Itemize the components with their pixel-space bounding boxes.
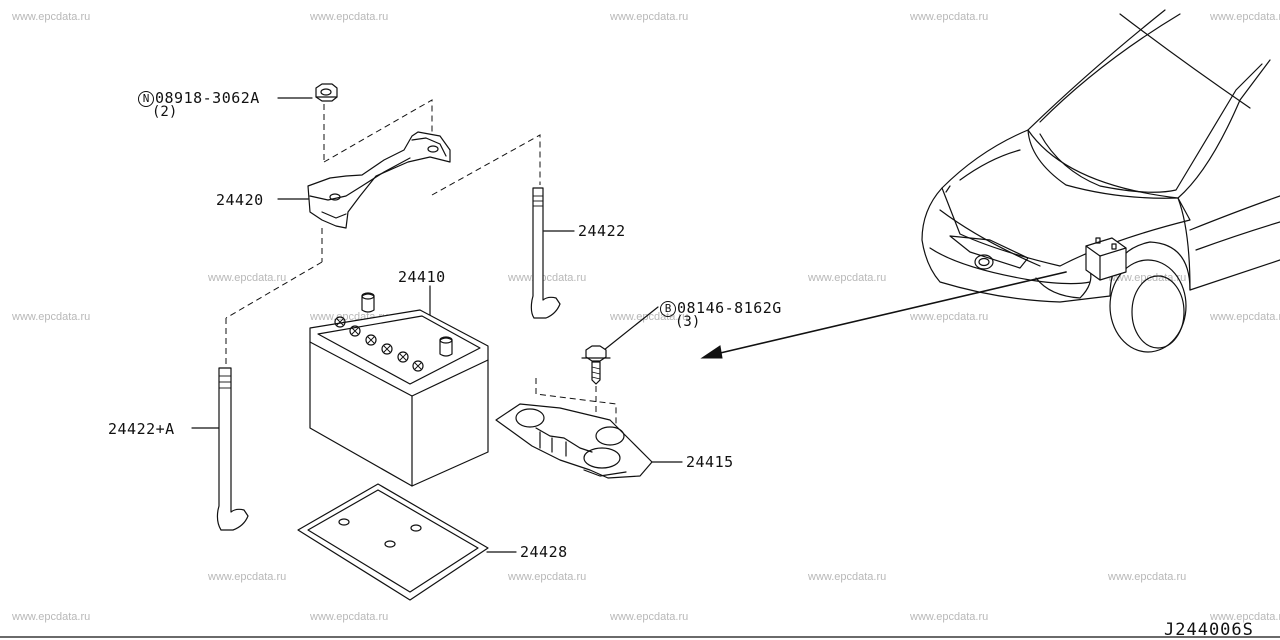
watermark: www.epcdata.ru	[208, 272, 287, 284]
watermark: www.epcdata.ru	[910, 611, 989, 623]
nut-number: 08918-3062A	[155, 89, 260, 107]
bolt-number: 08146-8162G	[677, 299, 782, 317]
battery-tray-part	[297, 483, 489, 601]
watermark: www.epcdata.ru	[12, 11, 91, 23]
tray-part-number: 24428	[520, 543, 568, 561]
battery-part	[309, 292, 489, 487]
watermark: www.epcdata.ru	[1108, 571, 1187, 583]
watermark: www.epcdata.ru	[12, 611, 91, 623]
watermark: www.epcdata.ru	[808, 571, 887, 583]
watermark: www.epcdata.ru	[610, 611, 689, 623]
watermark: www.epcdata.ru	[310, 611, 389, 623]
watermark: www.epcdata.ru	[1108, 272, 1187, 284]
battery-frame-part	[225, 99, 541, 366]
nut-quantity: (2)	[152, 104, 178, 120]
left-hold-rod-part	[216, 367, 249, 531]
left-rod-part-number: 24422+A	[108, 420, 175, 438]
frame-part-number: 24420	[216, 191, 264, 209]
bolt-prefix-circle: B	[660, 301, 676, 317]
location-arrow	[700, 271, 1067, 359]
battery-part-number: 24410	[398, 268, 446, 286]
bolt-quantity: (3)	[675, 314, 701, 330]
nut-part	[315, 83, 338, 160]
watermark: www.epcdata.ru	[208, 571, 287, 583]
watermark: www.epcdata.ru	[910, 11, 989, 23]
watermark: www.epcdata.ru	[910, 311, 989, 323]
watermark: www.epcdata.ru	[1210, 11, 1280, 23]
watermark: www.epcdata.ru	[610, 11, 689, 23]
right-rod-part-number: 24422	[578, 222, 626, 240]
watermark: www.epcdata.ru	[808, 272, 887, 284]
support-part-number: 24415	[686, 453, 734, 471]
nut-prefix-circle: N	[138, 91, 154, 107]
vehicle-illustration	[0, 9, 1280, 638]
watermark: www.epcdata.ru	[12, 311, 91, 323]
bolt-part	[535, 345, 617, 430]
watermark: www.epcdata.ru	[310, 11, 389, 23]
battery-support-part	[495, 403, 653, 479]
watermark: www.epcdata.ru	[1210, 611, 1280, 623]
diagram-code: J244006S	[1164, 620, 1254, 640]
watermark: www.epcdata.ru	[508, 571, 587, 583]
right-hold-rod-part	[530, 187, 561, 319]
watermark: www.epcdata.ru	[1210, 311, 1280, 323]
leader-lines	[191, 97, 683, 553]
watermark: www.epcdata.ru	[508, 272, 587, 284]
